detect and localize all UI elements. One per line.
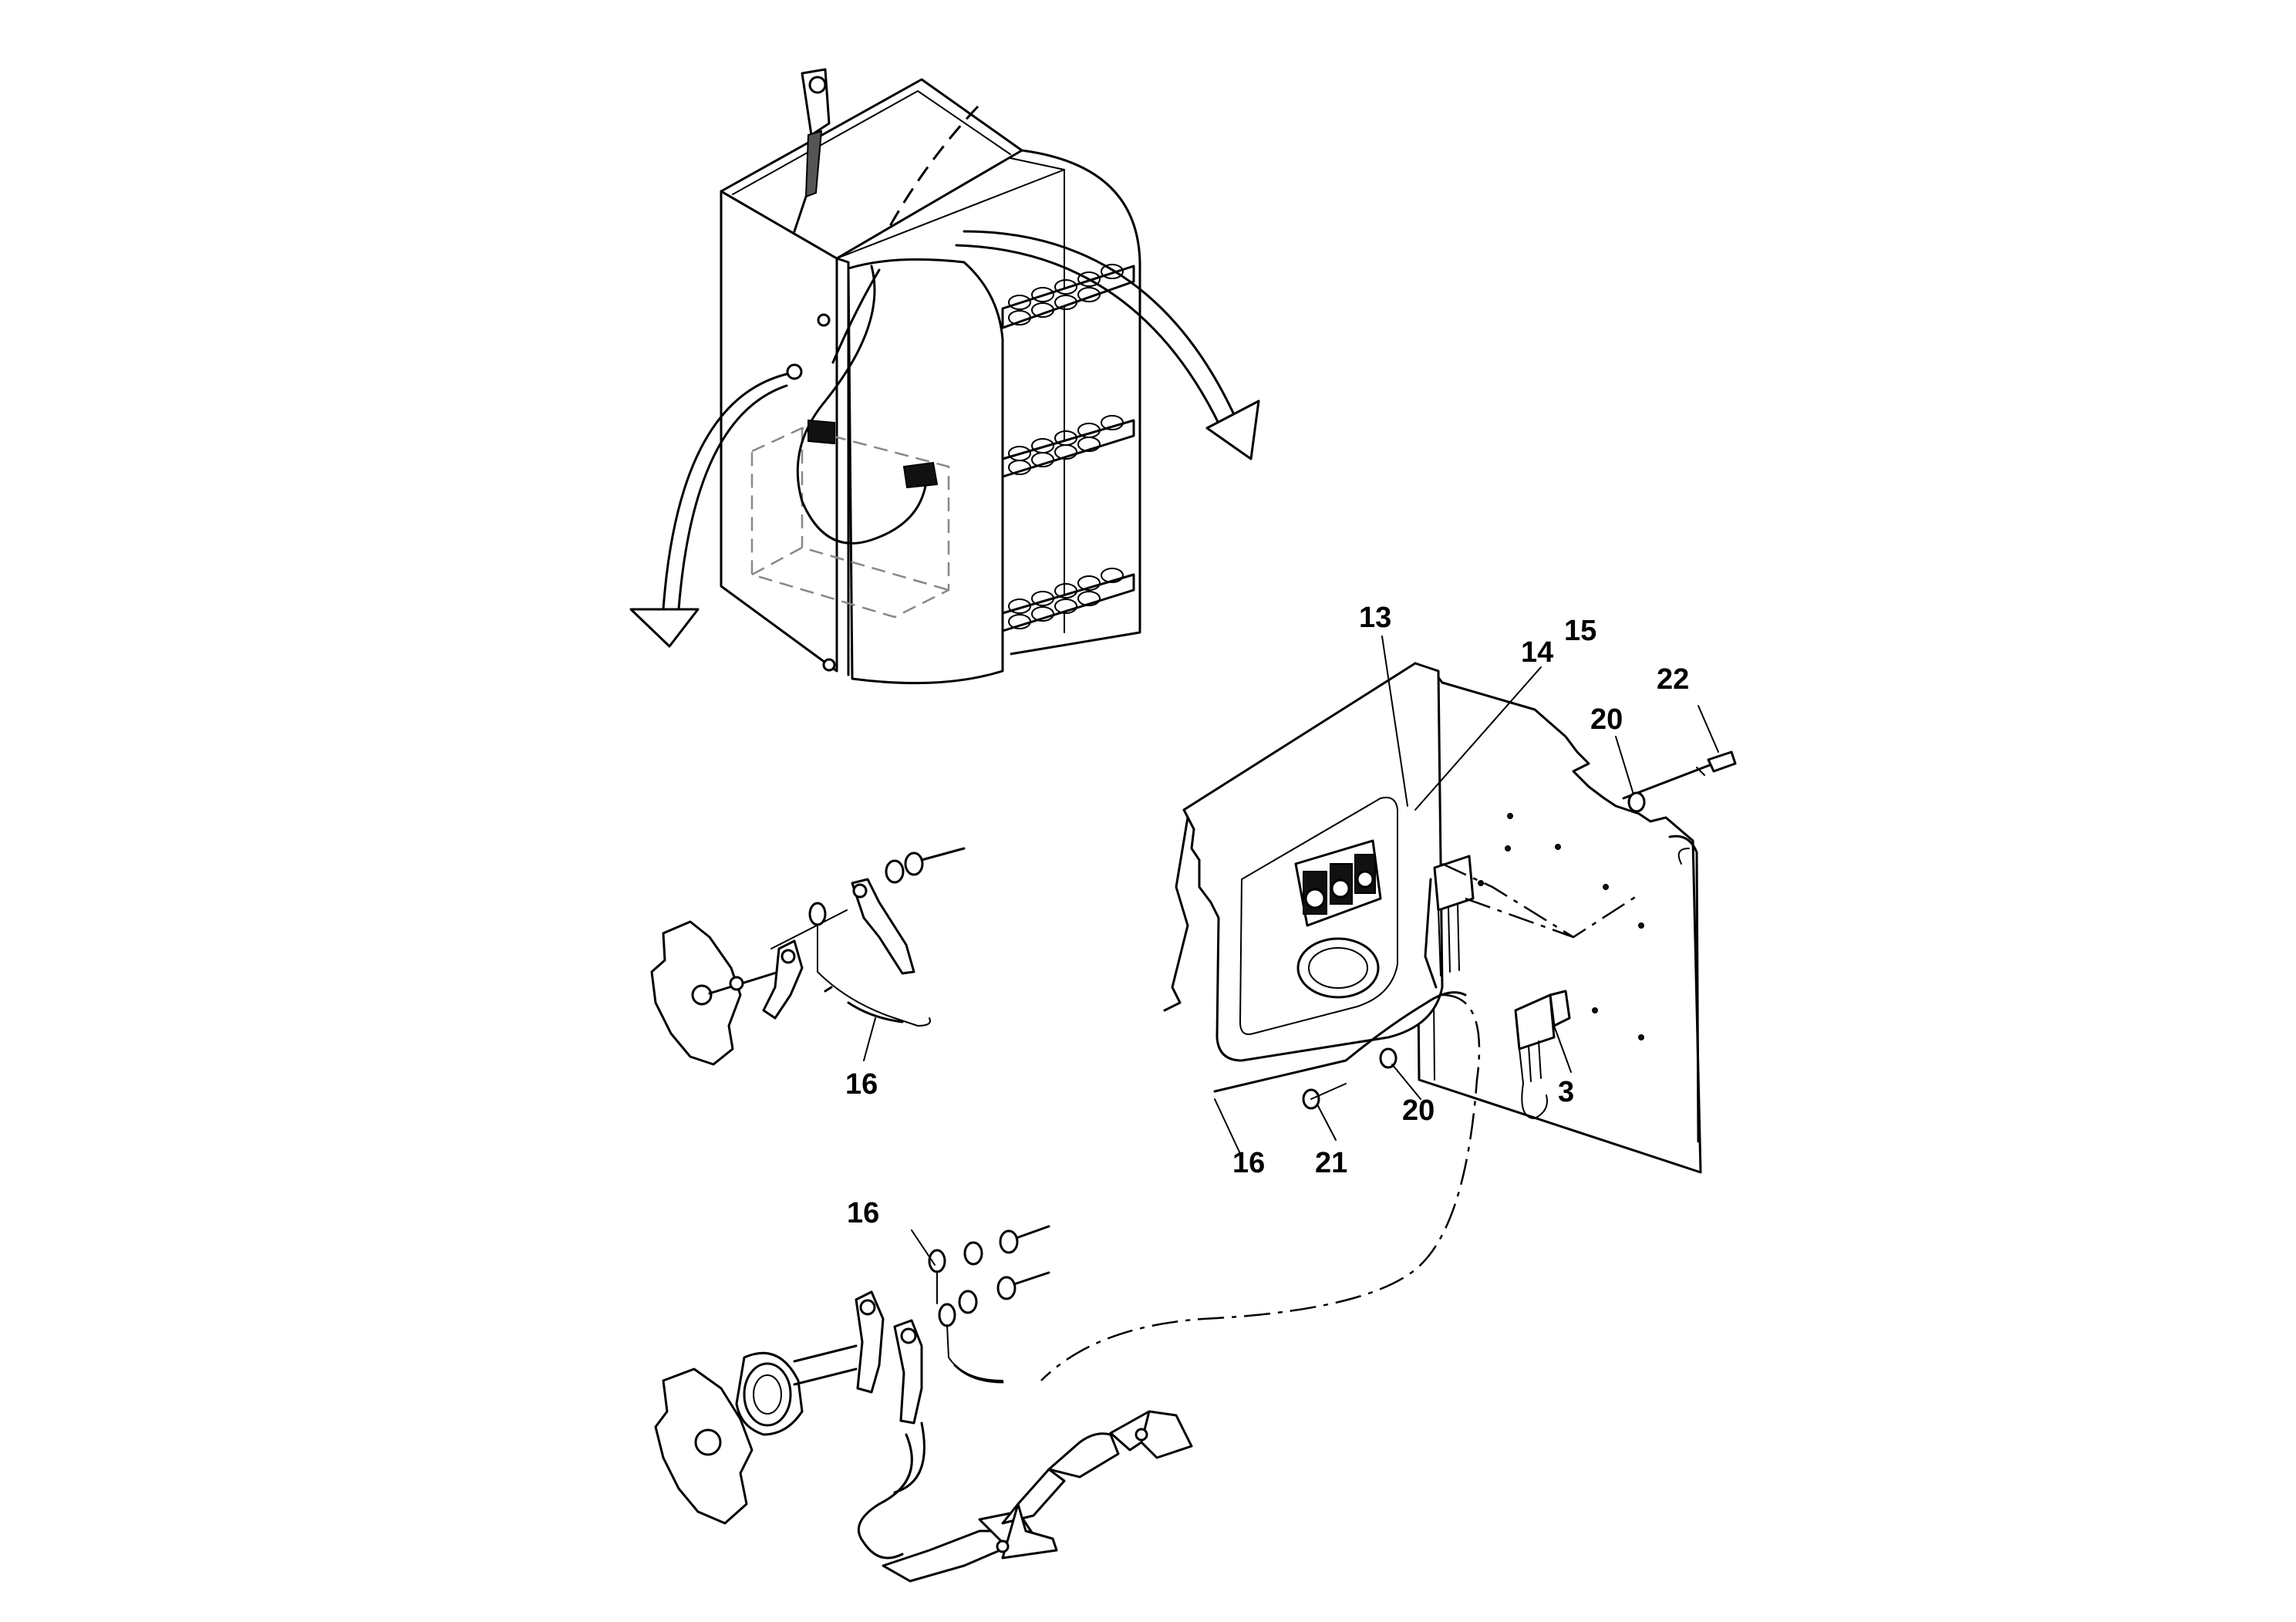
isolator-switch-lower-assembly: [654, 1225, 1193, 1583]
panel-back-plate: [1414, 662, 1702, 1174]
callout-13: 13: [1359, 602, 1391, 634]
callout-20-bottom: 20: [1402, 1094, 1435, 1127]
callout-15: 15: [1564, 615, 1596, 647]
callout-16-lower-left: 16: [847, 1197, 879, 1229]
plug-relay-lower: [1514, 990, 1571, 1119]
callout-22: 22: [1657, 663, 1689, 696]
move-arrow-left: [629, 373, 788, 648]
callout-21: 21: [1315, 1147, 1347, 1179]
callout-20-top: 20: [1590, 703, 1623, 736]
screw-22: [1622, 750, 1737, 800]
ghost-battery-box: [750, 427, 950, 619]
callout-16-upper-left: 16: [845, 1068, 878, 1101]
battery-cabinet: [629, 68, 1260, 685]
cable-lug-2: [851, 878, 915, 975]
harness-connector-lower: [902, 461, 939, 489]
battery-cable: [857, 1410, 1193, 1583]
washer-20-top: [1627, 791, 1646, 813]
harness-connector-upper: [807, 419, 835, 445]
callout-14: 14: [1521, 636, 1553, 669]
move-arrow-right: [955, 230, 1260, 460]
callout-leaders: [863, 636, 1719, 1266]
lid-gas-strut: [793, 68, 831, 233]
lid-swing-path: [885, 105, 979, 232]
control-panel-assembly: [1040, 662, 1737, 1381]
callout-16-panel: 16: [1232, 1147, 1265, 1179]
callout-3: 3: [1558, 1076, 1574, 1108]
battery-shelves: [1001, 264, 1135, 632]
isolator-switch-upper-assembly: [650, 847, 966, 1066]
relay-bank: [1294, 839, 1382, 927]
washer-20-bottom: [1379, 1047, 1397, 1069]
plug-relay-upper: [1424, 855, 1475, 989]
